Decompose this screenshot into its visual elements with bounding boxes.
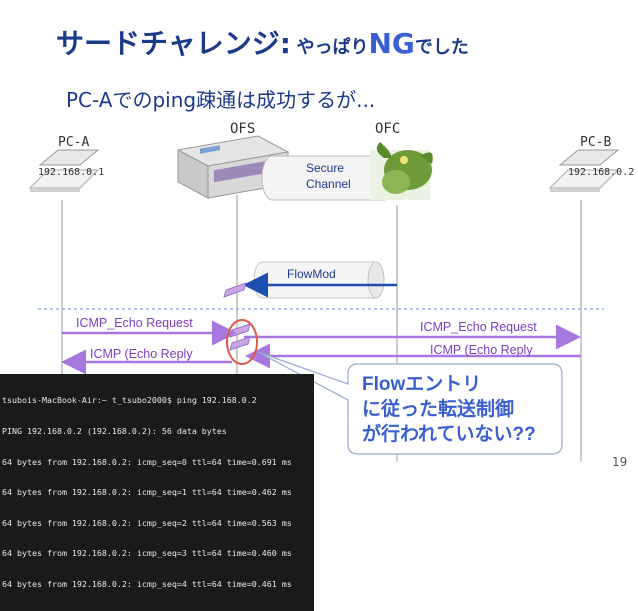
callout-line2: に従った転送制御 [362, 399, 515, 420]
ofc-label: OFC [375, 121, 401, 137]
icmp-request-label-left: ICMP_Echo Request [76, 316, 193, 330]
pc-a-laptop-icon [28, 149, 100, 192]
flowmod-label: FlowMod [287, 267, 336, 281]
icmp-reply-label-right: ICMP (Echo Reply [430, 343, 533, 357]
title-part4: でした [414, 37, 469, 58]
icmp-request-label-right: ICMP_Echo Request [420, 320, 537, 334]
terminal-line: 64 bytes from 192.168.0.2: icmp_seq=1 tt… [2, 487, 292, 498]
slide-title: サードチャレンジ: やっぱりNGでした [56, 22, 469, 62]
ofs-label: OFS [230, 121, 256, 137]
flow-entry-marker [223, 282, 247, 298]
pc-b-ip: 192.168.0.2 [568, 167, 635, 178]
title-part1: サードチャレンジ: [56, 27, 291, 60]
secure-channel-line2: Channel [306, 177, 351, 191]
flowmod-pipe [253, 261, 385, 299]
secure-channel-label: Secure Channel [306, 160, 351, 192]
highlight-ellipse [226, 319, 258, 365]
terminal-output: tsubois-MacBook-Air:~ t_tsubo2000$ ping … [0, 374, 314, 611]
flow-entry-marker [229, 336, 251, 351]
terminal-line: tsubois-MacBook-Air:~ t_tsubo2000$ ping … [2, 395, 257, 406]
pc-a-label: PC-A [58, 135, 90, 150]
callout-line3: が行われていない?? [362, 424, 536, 445]
terminal-line: 64 bytes from 192.168.0.2: icmp_seq=4 tt… [2, 579, 292, 590]
terminal-line: 64 bytes from 192.168.0.2: icmp_seq=2 tt… [2, 517, 292, 528]
pc-b-label: PC-B [580, 135, 612, 150]
page-number: 19 [612, 455, 628, 469]
icmp-reply-label-left: ICMP (Echo Reply [90, 347, 193, 361]
slide-subtitle: PC-Aでのping疎通は成功するが... [66, 88, 376, 112]
ofc-dragon-icon [370, 142, 433, 200]
terminal-line: 64 bytes from 192.168.0.2: icmp_seq=3 tt… [2, 548, 292, 559]
slide: サードチャレンジ: やっぱりNGでした PC-Aでのping疎通は成功するが..… [0, 22, 635, 611]
callout-bubble [257, 351, 563, 455]
title-part2: やっぱり [296, 37, 369, 58]
title-part3: NG [368, 27, 415, 60]
callout-line1: Flowエントリ [362, 374, 482, 395]
pc-b-laptop-icon [548, 149, 620, 192]
callout-text: Flowエントリ に従った転送制御 が行われていない?? [362, 372, 536, 447]
terminal-line: PING 192.168.0.2 (192.168.0.2): 56 data … [2, 426, 227, 437]
flow-entry-marker [229, 323, 251, 338]
secure-channel-line1: Secure [306, 161, 345, 175]
terminal-line: 64 bytes from 192.168.0.2: icmp_seq=0 tt… [2, 456, 292, 467]
sequence-diagram [28, 135, 620, 462]
pc-a-ip: 192.168.0.1 [38, 167, 105, 178]
